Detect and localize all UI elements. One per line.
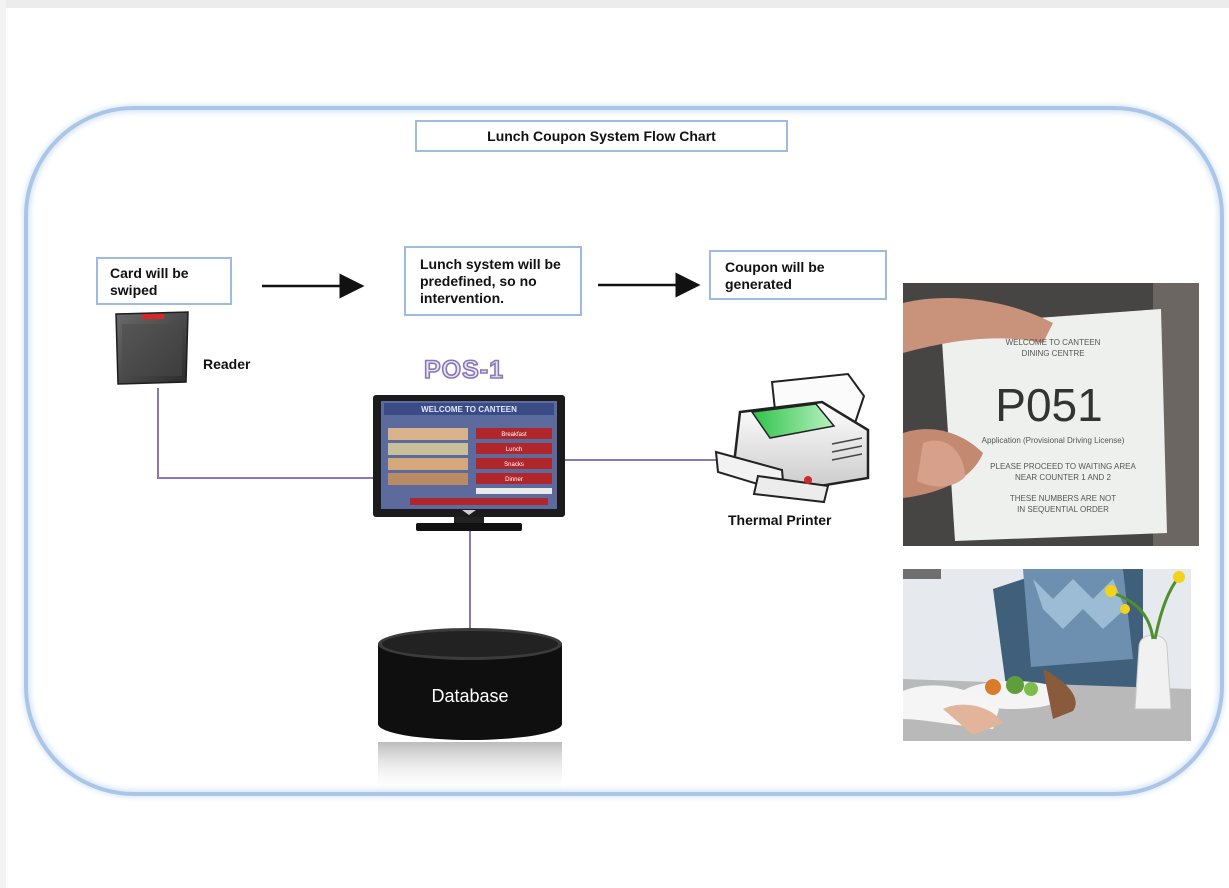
database-icon: Database (378, 628, 562, 794)
coupon-photo-art: WELCOME TO CANTEEN DINING CENTRE P051 Ap… (903, 283, 1199, 546)
thermal-printer-icon (714, 372, 870, 504)
coupon-header-line2: DINING CENTRE (1021, 349, 1084, 358)
reader-label: Reader (203, 356, 251, 372)
coupon-number: P051 (995, 379, 1102, 431)
left-strip (0, 0, 6, 888)
pos-screen-header: WELCOME TO CANTEEN (421, 405, 517, 414)
coupon-line3: PLEASE PROCEED TO WAITING AREA (990, 462, 1136, 471)
coupon-line5: THESE NUMBERS ARE NOT (1010, 494, 1116, 503)
pos-menu-item: Dinner (505, 477, 523, 483)
food-service-photo-art (903, 569, 1191, 741)
printer-label: Thermal Printer (728, 512, 832, 528)
top-strip (0, 0, 1229, 8)
step-lunch-system: Lunch system will be predefined, so no i… (404, 246, 582, 316)
coupon-line4: NEAR COUNTER 1 AND 2 (1015, 473, 1112, 482)
card-reader-icon (115, 311, 189, 385)
diagram-frame (24, 106, 1224, 796)
pos-menu-item: Lunch (506, 447, 522, 453)
step-card-swiped: Card will be swiped (96, 257, 232, 305)
pos-monitor-icon: WELCOME TO CANTEEN Breakfast Lunch Snack… (373, 395, 565, 531)
step-coupon-generated: Coupon will be generated (709, 250, 887, 300)
pos-label: POS-1 (423, 355, 505, 385)
food-service-photo (903, 569, 1191, 741)
coupon-line6: IN SEQUENTIAL ORDER (1017, 505, 1109, 514)
coupon-header-line1: WELCOME TO CANTEEN (1006, 338, 1101, 347)
pos-menu-item: Breakfast (501, 432, 527, 438)
diagram-title: Lunch Coupon System Flow Chart (415, 120, 788, 152)
pos-menu-item: Snacks (504, 462, 524, 468)
coupon-photo: WELCOME TO CANTEEN DINING CENTRE P051 Ap… (903, 283, 1199, 546)
link-reader-pos (157, 388, 376, 479)
database-label: Database (431, 686, 508, 706)
coupon-subtitle: Application (Provisional Driving License… (982, 436, 1125, 445)
